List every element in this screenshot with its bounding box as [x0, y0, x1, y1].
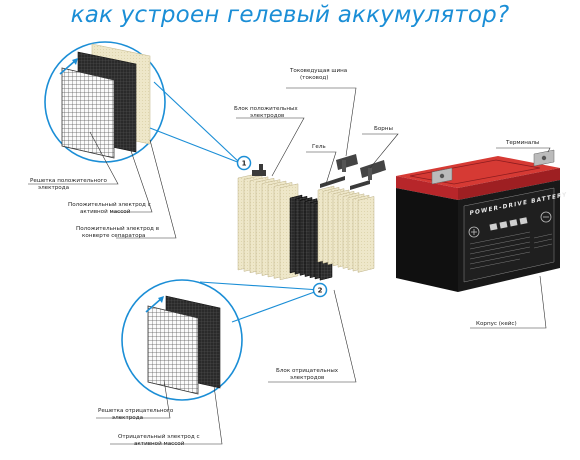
label-line: Гель — [312, 144, 326, 150]
callout-number-1: 1 — [242, 160, 247, 168]
label-borny: Борны — [374, 126, 393, 132]
arrow-icon — [145, 297, 163, 313]
label-line: электрода — [38, 185, 69, 191]
label-gel: Гель — [312, 144, 326, 150]
positive-grid-sheet — [61, 67, 115, 159]
busbar-strips — [336, 154, 386, 180]
callout-badge-2: 2 — [312, 282, 328, 298]
callout-number-2: 2 — [318, 287, 323, 295]
label-line: Блок положительных — [234, 106, 298, 112]
label-line: (токовод) — [300, 75, 328, 81]
label-line: Терминалы — [505, 140, 539, 146]
positive-plate-block — [237, 164, 299, 281]
negative-grid-sheet — [147, 305, 199, 395]
arrow-icon — [59, 59, 77, 75]
label-line: электрода — [112, 415, 143, 421]
gel-separator — [357, 196, 375, 273]
label-line: электродов — [290, 375, 324, 381]
page-title: как устроен гелевый аккумулятор? — [70, 2, 510, 28]
label-line: Отрицательный электрод с — [118, 433, 200, 440]
label-line: электродов — [250, 113, 284, 119]
label-case: Корпус (кейс) — [476, 320, 517, 327]
label-line: Токоведущая шина — [289, 68, 347, 74]
gel-separator-block — [317, 176, 375, 273]
negative-detail-circle — [121, 279, 243, 401]
label-line: Блок отрицательных — [276, 368, 339, 374]
positive-detail-circle — [44, 41, 166, 163]
label-line: Решетка положительного — [30, 178, 108, 184]
label-line: Корпус (кейс) — [476, 320, 517, 327]
battery-case: POWER-DRIVE BATTERY — [396, 156, 568, 292]
callout-badge-1: 1 — [236, 155, 252, 171]
label-terminals: Терминалы — [505, 140, 539, 146]
battery-terminal-right — [533, 149, 555, 167]
label-line: конверте сепаратора — [82, 233, 145, 239]
label-line: Положительный электрод с — [68, 201, 151, 208]
svg-text:Токоведущая шина(токовод): Токоведущая шина(токовод) — [289, 68, 347, 81]
label-line: Положительный электрод в — [76, 225, 159, 232]
label-line: Решетка отрицательного — [98, 408, 174, 414]
battery-terminal-left — [431, 167, 453, 185]
label-line: активной массой — [80, 208, 131, 215]
label-line: активной массой — [134, 440, 185, 447]
label-busbar: Токоведущая шина(токовод) — [289, 68, 347, 81]
label-line: Борны — [374, 126, 393, 132]
